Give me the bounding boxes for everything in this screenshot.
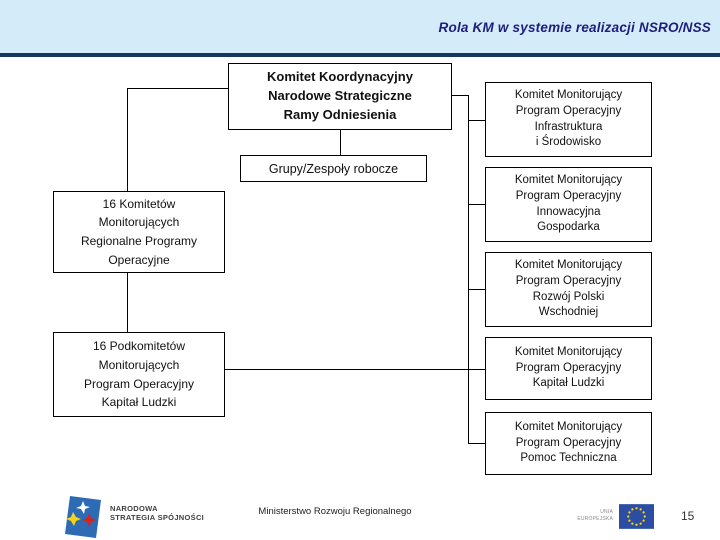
connector-stub-km2 <box>468 204 485 205</box>
node-coordinating-committee: Komitet Koordynacyjny Narodowe Strategic… <box>228 63 452 130</box>
node-km-infrastruktura-i-srodowisko: Komitet Monitorujący Program Operacyjny … <box>485 82 652 157</box>
connector-stub-km3 <box>468 289 485 290</box>
eu-flag-icon <box>619 504 654 534</box>
header-rule <box>0 53 720 57</box>
node-km-kapital-ludzki: Komitet Monitorujący Program Operacyjny … <box>485 337 652 400</box>
connector-central-to-groups-v <box>340 130 341 155</box>
node-km-pomoc-techniczna: Komitet Monitorujący Program Operacyjny … <box>485 412 652 475</box>
connector-central-to-right-h <box>452 95 468 96</box>
page-number: 15 <box>681 509 695 523</box>
header-band <box>0 0 720 53</box>
connector-subcommittees-to-km4 <box>225 369 485 370</box>
ministry-label: Ministerstwo Rozwoju Regionalnego <box>258 506 412 517</box>
node-subcommittees-kapital-ludzki: 16 Podkomitetów Monitorujących Program O… <box>53 332 225 417</box>
connector-stub-km1 <box>468 120 485 121</box>
node-regional-monitoring-committees: 16 Komitetów Monitorujących Regionalne P… <box>53 191 225 273</box>
node-km-innowacyjna-gospodarka: Komitet Monitorujący Program Operacyjny … <box>485 167 652 242</box>
connector-left1-to-left2-v <box>127 273 128 332</box>
connector-central-to-left-h <box>127 88 228 89</box>
nss-logo-icon <box>59 495 105 540</box>
node-km-rozwoj-polski-wschodniej: Komitet Monitorujący Program Operacyjny … <box>485 252 652 327</box>
eu-flag-label: UNIA EUROPEJSKA <box>577 509 613 522</box>
node-working-groups: Grupy/Zespoły robocze <box>240 155 427 182</box>
connector-left-trunk-v <box>127 88 128 191</box>
connector-stub-km5 <box>468 443 485 444</box>
connector-right-trunk-v <box>468 95 469 443</box>
slide-title: Rola KM w systemie realizacji NSRO/NSS <box>438 20 711 35</box>
nss-logo-label: NARODOWA STRATEGIA SPÓJNOŚCI <box>110 504 205 523</box>
